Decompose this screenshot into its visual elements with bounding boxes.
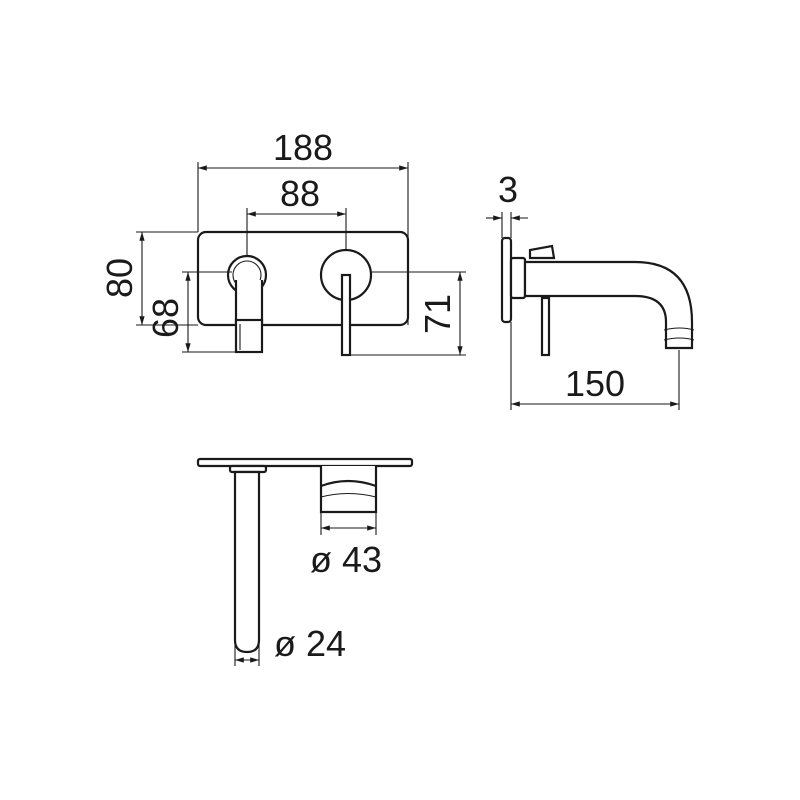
dim-43-label: ø 43 bbox=[310, 539, 382, 580]
dim-188: 188 bbox=[197, 127, 409, 325]
dim-71-label: 71 bbox=[417, 294, 458, 334]
front-view: 188 88 80 68 bbox=[99, 127, 466, 357]
dim-3: 3 bbox=[486, 169, 528, 238]
dim-68: 68 bbox=[145, 271, 236, 353]
dim-24-label: ø 24 bbox=[274, 623, 346, 664]
dim-24: ø 24 bbox=[234, 623, 346, 666]
top-mixer-handle bbox=[319, 466, 378, 514]
front-mixer-handle bbox=[319, 248, 373, 357]
dim-80-label: 80 bbox=[99, 258, 140, 298]
top-spout bbox=[233, 470, 261, 654]
dim-188-label: 188 bbox=[273, 127, 333, 168]
dim-150-label: 150 bbox=[565, 363, 625, 404]
dim-68-label: 68 bbox=[145, 298, 186, 338]
dim-150: 150 bbox=[510, 322, 680, 410]
dim-88: 88 bbox=[246, 173, 347, 256]
dim-3-label: 3 bbox=[498, 169, 518, 210]
top-view: ø 43 ø 24 bbox=[196, 457, 414, 666]
dim-71: 71 bbox=[350, 271, 466, 356]
dim-43: ø 43 bbox=[310, 512, 382, 580]
side-spout bbox=[523, 260, 694, 350]
top-wall-plate bbox=[196, 457, 414, 468]
side-wall-plate bbox=[500, 236, 513, 324]
side-view: 3 150 bbox=[486, 169, 695, 410]
front-spout bbox=[226, 254, 268, 354]
dim-88-label: 88 bbox=[280, 173, 320, 214]
